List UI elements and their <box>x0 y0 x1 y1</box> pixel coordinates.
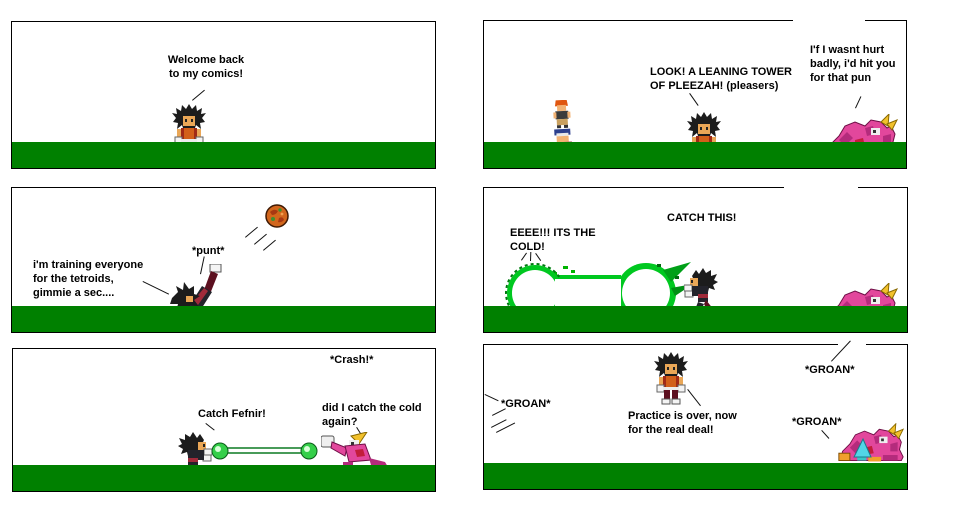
sfx-groan-top: *GROAN* <box>805 364 855 376</box>
sfx-punt: *punt* <box>192 245 225 257</box>
sfx-groan-left: *GROAN* <box>501 398 551 410</box>
sfx-pointer-line <box>821 430 830 439</box>
motion-line <box>492 408 506 416</box>
grass-ground <box>12 142 435 168</box>
grass-ground <box>484 142 906 168</box>
speech-pointer-line <box>687 389 701 407</box>
comic-panel-6: *GROAN* Practice is over, now for the re… <box>483 344 908 490</box>
fefnir-crashed-sprite <box>838 423 904 462</box>
motion-line <box>263 239 276 251</box>
sfx-pointer-line <box>484 394 499 402</box>
speech-training: i'm training everyone for the tetroids, … <box>33 259 144 299</box>
hero-jumping-sprite <box>654 352 688 405</box>
speech-cold: EEEE!!! ITS THE COLD! <box>510 227 596 253</box>
border-gap <box>793 19 865 24</box>
grass-ground <box>484 306 907 332</box>
grass-ground <box>12 306 435 332</box>
grass-ground <box>484 463 907 489</box>
speech-pointer-line <box>855 96 862 109</box>
comic-panel-1: Welcome back to my comics! <box>11 21 436 169</box>
speech-pointer-line <box>689 93 699 106</box>
speech-practice: Practice is over, now for the real deal! <box>628 410 737 436</box>
panic-mark <box>530 252 532 262</box>
grass-ground <box>13 465 435 491</box>
comic-panel-2: LOOK! A LEANING TOWER OF PLEEZAH! (pleas… <box>483 20 907 169</box>
comic-panel-3: i'm training everyone for the tetroids, … <box>11 187 436 333</box>
motion-line <box>254 233 267 245</box>
cyan-triangle-accent <box>853 437 872 458</box>
ball-sprite <box>265 204 289 228</box>
speech-welcome: Welcome back to my comics! <box>167 54 245 80</box>
panic-mark <box>535 253 542 261</box>
speech-pointer-line <box>192 89 205 101</box>
green-energy-blast <box>211 442 318 460</box>
speech-leaning-tower: LOOK! A LEANING TOWER OF PLEEZAH! (pleas… <box>650 66 792 92</box>
comic-panel-4: CATCH THIS! EEEE!!! ITS THE COLD! <box>483 187 908 333</box>
speech-cold-again: did I catch the cold again? <box>322 402 422 428</box>
sfx-crash: *Crash!* <box>330 354 374 366</box>
speech-catch-this: CATCH THIS! <box>667 212 737 224</box>
border-gap <box>838 343 866 347</box>
motion-line <box>245 226 258 238</box>
speech-catch-fefnir: Catch Fefnir! <box>198 408 266 420</box>
speech-pointer-line <box>205 423 215 431</box>
speech-pun-reply: I'f I wasnt hurt badly, i'd hit you for … <box>810 44 896 84</box>
sfx-groan-mid: *GROAN* <box>792 416 842 428</box>
border-gap <box>784 186 858 190</box>
comic-panel-5: *Crash!* Catch Fefnir! did I catch the c… <box>12 348 436 492</box>
